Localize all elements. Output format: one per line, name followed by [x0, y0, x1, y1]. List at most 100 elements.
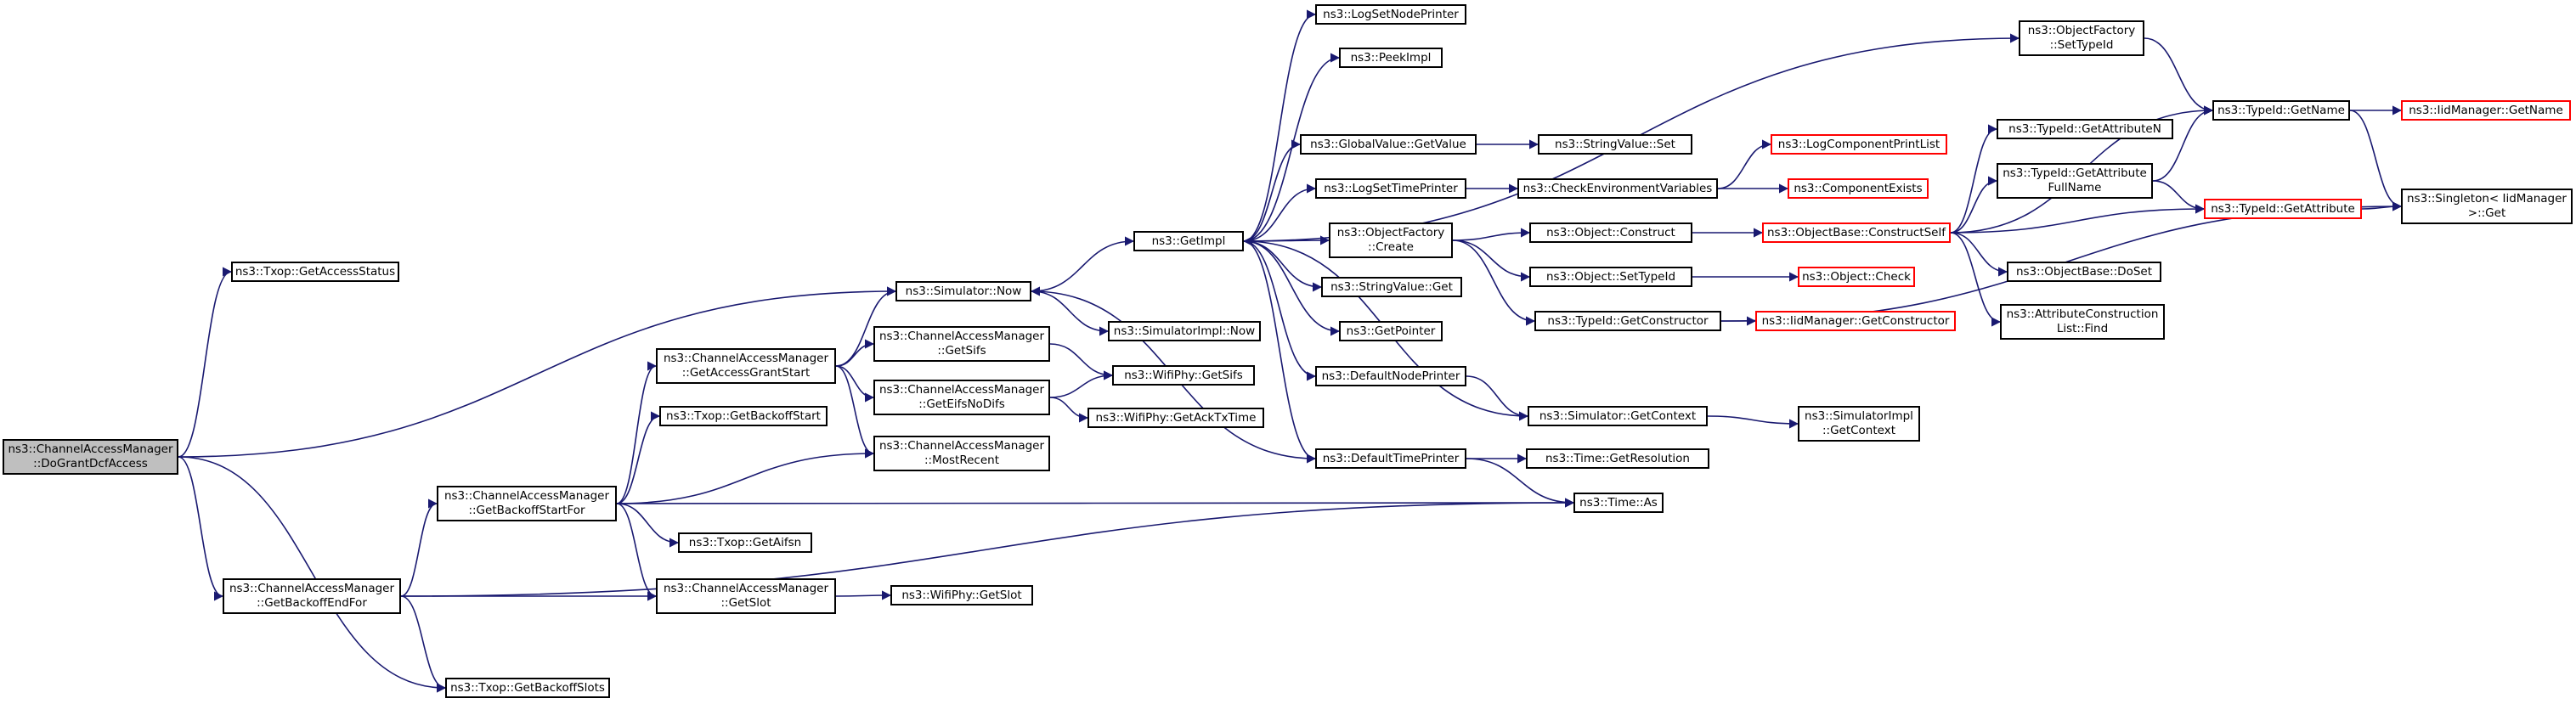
node-ns3-defaultnodeprinter[interactable]: ns3::DefaultNodePrinter [1315, 366, 1466, 386]
node-label: ::GetAccessGrantStart [681, 366, 811, 380]
node-ns3-time-getresolution[interactable]: ns3::Time::GetResolution [1526, 448, 1709, 469]
node-ns3-channelaccessmanager-geteifsnodifs[interactable]: ns3::ChannelAccessManager::GetEifsNoDifs [873, 380, 1050, 415]
edge-gbsf-to-time_as [616, 498, 1575, 508]
node-label: ns3::ChannelAccessManager [663, 352, 829, 365]
edge-root-to-gbef [178, 456, 224, 601]
node-label: ::GetSifs [937, 344, 986, 358]
node-label: ns3::CheckEnvironmentVariables [1522, 181, 1713, 195]
node-label: ns3::ComponentExists [1794, 181, 1923, 195]
edge-getimpl-to-dtp [1243, 240, 1317, 464]
node-ns3-channelaccessmanager-getslot[interactable]: ns3::ChannelAccessManager::GetSlot [656, 578, 836, 614]
node-label: ns3::GetPointer [1346, 324, 1436, 338]
node-ns3-wifiphy-getsifs[interactable]: ns3::WifiPhy::GetSifs [1112, 365, 1255, 386]
node-ns3-logsetnodeprinter[interactable]: ns3::LogSetNodePrinter [1315, 4, 1466, 25]
node-ns3-simulatorimpl-getcontext[interactable]: ns3::SimulatorImpl::GetContext [1798, 406, 1920, 442]
node-label: ns3::Txop::GetAccessStatus [234, 264, 396, 279]
node-label: ns3::AttributeConstruction [2006, 307, 2159, 321]
node-ns3-channelaccessmanager-getbackoffendfor[interactable]: ns3::ChannelAccessManager::GetBackoffEnd… [223, 578, 401, 614]
node-label: ns3::Singleton< IidManager [2407, 192, 2567, 206]
node-label: ns3::PeekImpl [1350, 50, 1432, 65]
node-ns3-txop-getaifsn[interactable]: ns3::Txop::GetAifsn [678, 532, 812, 553]
node-label: ns3::Txop::GetBackoffStart [666, 408, 821, 423]
node-ns3-globalvalue-getvalue[interactable]: ns3::GlobalValue::GetValue [1300, 134, 1477, 155]
node-ns3-object-construct[interactable]: ns3::Object::Construct [1529, 222, 1692, 243]
edge-cev-to-lcpl [1717, 139, 1772, 189]
node-ns3-logcomponentprintlist[interactable]: ns3::LogComponentPrintList [1771, 134, 1947, 155]
node-ns3-simulator-now[interactable]: ns3::Simulator::Now [895, 281, 1031, 301]
node-ns3-checkenvironmentvariables[interactable]: ns3::CheckEnvironmentVariables [1517, 178, 1718, 199]
node-label: ns3::DefaultNodePrinter [1321, 369, 1460, 383]
node-ns3-peekimpl[interactable]: ns3::PeekImpl [1339, 48, 1443, 68]
edge-gbef-to-txop_gbsl [400, 595, 447, 693]
node-label: ns3::ChannelAccessManager [878, 329, 1045, 343]
node-ns3-object-check[interactable]: ns3::Object::Check [1798, 267, 1915, 287]
node-ns3-getimpl[interactable]: ns3::GetImpl [1133, 231, 1244, 251]
node-ns3-wifiphy-getacktxtime[interactable]: ns3::WifiPhy::GetAckTxTime [1087, 408, 1264, 428]
edge-getimpl-to-lstp [1243, 183, 1317, 242]
edge-getslot-to-wp_slot [835, 590, 892, 600]
edge-sim_getctx-to-simimpl_ctx [1707, 415, 1799, 429]
node-ns3-typeid-getname[interactable]: ns3::TypeId::GetName [2212, 100, 2350, 121]
node-label: ns3::ObjectFactory [1336, 226, 1445, 239]
node-label: ns3::Txop::GetBackoffSlots [450, 680, 605, 695]
node-label: ns3::Time::As [1579, 495, 1658, 510]
edge-ob_cs-to-tid_getattrn [1950, 124, 1998, 234]
node-ns3-getpointer[interactable]: ns3::GetPointer [1339, 321, 1443, 341]
node-ns3-defaulttimeprinter[interactable]: ns3::DefaultTimePrinter [1315, 448, 1466, 469]
node-ns3-typeid-getattribute[interactable]: ns3::TypeId::GetAttribute [2204, 199, 2362, 219]
node-label: ns3::TypeId::GetConstructor [1547, 313, 1709, 328]
node-ns3-txop-getaccessstatus[interactable]: ns3::Txop::GetAccessStatus [231, 262, 399, 282]
node-ns3-stringvalue-set[interactable]: ns3::StringValue::Set [1538, 134, 1692, 155]
node-ns3-objectfactory-create[interactable]: ns3::ObjectFactory::Create [1329, 222, 1453, 258]
node-ns3-wifiphy-getslot[interactable]: ns3::WifiPhy::GetSlot [890, 585, 1033, 605]
node-label: ns3::GlobalValue::GetValue [1310, 137, 1466, 151]
node-ns3-objectbase-constructself[interactable]: ns3::ObjectBase::ConstructSelf [1762, 222, 1951, 243]
node-label: ns3::ChannelAccessManager [878, 439, 1045, 453]
node-label: ns3::ObjectBase::DoSet [2015, 264, 2153, 279]
edge-dnp-to-sim_getctx [1466, 375, 1529, 421]
node-ns3-iidmanager-getconstructor[interactable]: ns3::IidManager::GetConstructor [1755, 311, 1956, 331]
node-label: ns3::TypeId::GetAttribute [2211, 201, 2355, 216]
node-ns3-txop-getbackoffslots[interactable]: ns3::Txop::GetBackoffSlots [445, 678, 610, 698]
node-ns3-channelaccessmanager-getaccessgrantstart[interactable]: ns3::ChannelAccessManager::GetAccessGran… [656, 348, 836, 384]
node-ns3-txop-getbackoffstart[interactable]: ns3::Txop::GetBackoffStart [659, 406, 828, 426]
node-ns3-channelaccessmanager-mostrecent[interactable]: ns3::ChannelAccessManager::MostRecent [873, 436, 1050, 471]
node-ns3-channelaccessmanager-getsifs[interactable]: ns3::ChannelAccessManager::GetSifs [873, 326, 1050, 362]
node-label: ns3::ChannelAccessManager [443, 489, 610, 503]
node-ns3-objectbase-doset[interactable]: ns3::ObjectBase::DoSet [2007, 262, 2161, 282]
node-label: ns3::ObjectFactory [2027, 24, 2136, 37]
node-ns3-componentexists[interactable]: ns3::ComponentExists [1788, 178, 1929, 199]
edge-geteifs-to-wp_sifs [1049, 370, 1114, 398]
edge-gbsf-to-txop_aifsn [616, 503, 680, 548]
node-label: ::GetEifsNoDifs [918, 397, 1005, 411]
node-label: ns3::IidManager::GetName [2409, 103, 2563, 117]
node-ns3-iidmanager-getname[interactable]: ns3::IidManager::GetName [2401, 100, 2571, 121]
edge-gbsf-to-getslot [616, 503, 658, 601]
node-label: ::MostRecent [924, 453, 999, 467]
node-ns3-object-settypeid[interactable]: ns3::Object::SetTypeId [1529, 267, 1692, 287]
edge-of_settypeid-to-tid_getname [2144, 37, 2214, 115]
node-label: ns3::Simulator::Now [905, 284, 1022, 298]
node-ns3-channelaccessmanager-getbackoffstartfor[interactable]: ns3::ChannelAccessManager::GetBackoffSta… [437, 486, 617, 521]
node-label: ns3::GetImpl [1151, 234, 1226, 248]
node-ns3-objectfactory-settypeid[interactable]: ns3::ObjectFactory::SetTypeId [2019, 20, 2144, 56]
edge-ob_cs-to-ob_doset [1950, 232, 2008, 277]
node-ns3-simulator-getcontext[interactable]: ns3::Simulator::GetContext [1528, 406, 1708, 426]
edge-tid_getattr-to-singleton_get [2361, 201, 2403, 211]
node-ns3-typeid-getconstructor[interactable]: ns3::TypeId::GetConstructor [1534, 311, 1721, 331]
node-label: ns3::LogSetTimePrinter [1324, 181, 1458, 195]
node-ns3-stringvalue-get[interactable]: ns3::StringValue::Get [1321, 277, 1462, 297]
node-ns3-typeid-getattributen[interactable]: ns3::TypeId::GetAttributeN [1997, 119, 2173, 139]
node-ns3-singleton-iidmanager-get[interactable]: ns3::Singleton< IidManager >::Get [2401, 189, 2573, 224]
node-label: ns3::TypeId::GetName [2217, 103, 2345, 117]
edge-gags-to-geteifs [835, 365, 875, 403]
node-label: >::Get [2467, 206, 2506, 220]
node-ns3-simulatorimpl-now[interactable]: ns3::SimulatorImpl::Now [1108, 321, 1261, 341]
edge-gbef-to-time_as [400, 498, 1575, 597]
edge-getsifs-to-wp_sifs [1049, 343, 1114, 380]
node-ns3-logsettimeprinter[interactable]: ns3::LogSetTimePrinter [1315, 178, 1466, 199]
node-ns3-time-as[interactable]: ns3::Time::As [1573, 493, 1664, 513]
